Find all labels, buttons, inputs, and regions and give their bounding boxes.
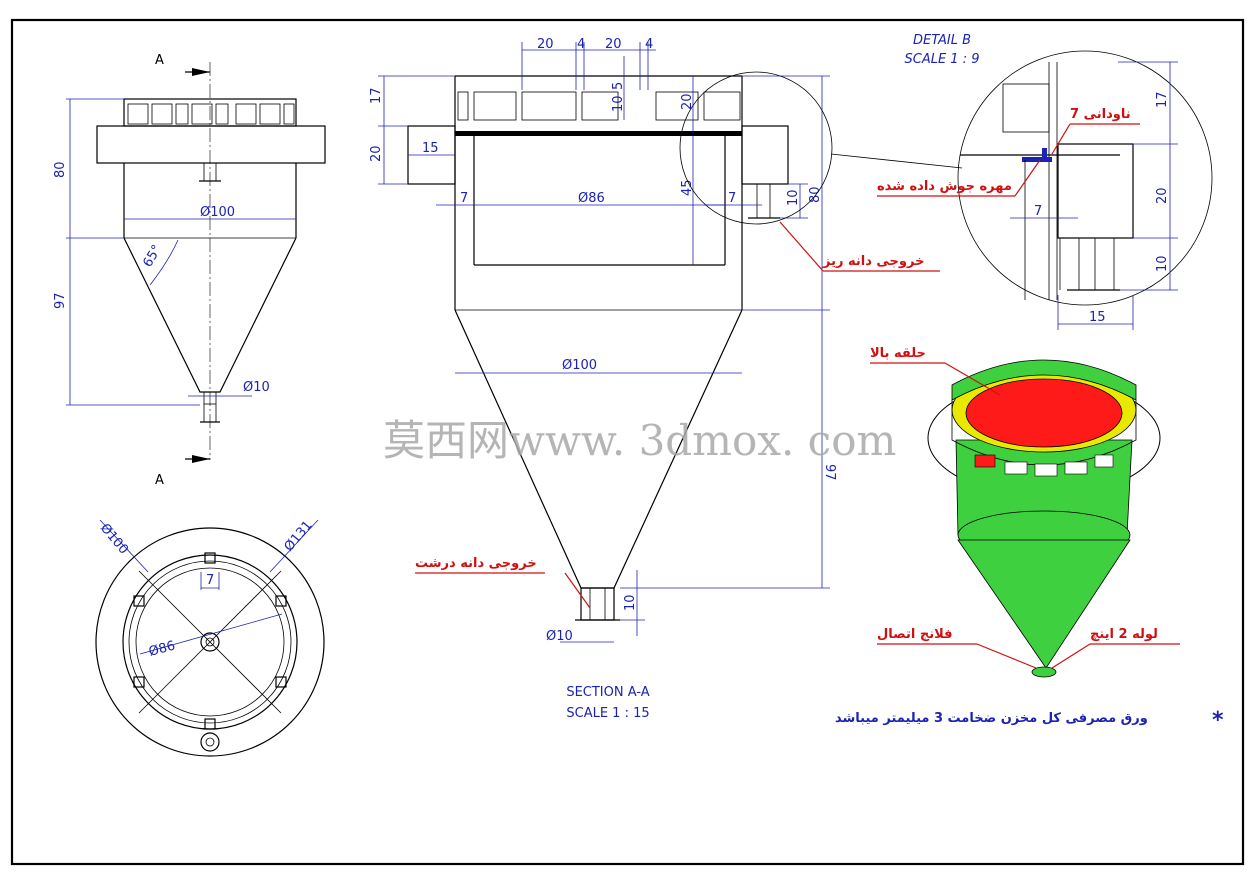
iso-view: حلقه بالا لوله 2 اینچ فلانج اتصال [870,346,1180,678]
front-dim-97: 97 [53,292,68,309]
front-dim-dia100: Ø100 [200,205,235,220]
aa-dim-dia100: Ø100 [562,358,597,373]
section-a-label-top: A [155,53,164,68]
flange-label: فلانج اتصال [877,627,952,642]
aa-dim-17: 17 [369,87,384,104]
front-flange [96,125,326,164]
aa-dim-dia10bot: Ø10 [546,629,573,644]
detail-b-scale: SCALE 1 : 9 [905,52,980,67]
section-aa-scale: SCALE 1 : 15 [566,706,649,721]
front-dim-dia10: Ø10 [243,380,270,395]
aa-dim-7right: 7 [728,191,736,206]
aa-dim-20left: 20 [369,145,384,162]
aa-dim-20right: 20 [680,93,695,110]
aa-dim-5: 5 [611,82,626,90]
top-dim-dia86: Ø86 [147,638,177,659]
detail-dim-17: 17 [1155,91,1170,108]
detail-b-title: DETAIL B [913,33,971,48]
aa-dim-4a: 4 [577,37,585,52]
top-dim-dia100: Ø100 [97,521,131,558]
fine-outlet-label: خروجی دانه ریز [822,254,924,269]
note-star: * [1212,708,1224,733]
detail-dim-7: 7 [1034,204,1042,219]
material-note: ورق مصرفی کل مخزن ضخامت 3 میلیمتر میباشد… [835,708,1224,733]
iso-red-interior [965,378,1123,448]
aa-dim-20a: 20 [537,37,554,52]
aa-dim-10side: 10 [786,189,801,206]
note-text: ورق مصرفی کل مخزن ضخامت 3 میلیمتر میباشد [835,711,1148,726]
pipe-label: لوله 2 اینچ [1090,627,1158,642]
channel-label: ناودانی 7 [1070,107,1131,122]
aa-dim-45: 45 [680,179,695,196]
aa-dim-7left: 7 [460,191,468,206]
section-a-label-bottom: A [155,473,164,488]
iso-cone [957,539,1131,669]
front-dim-80: 80 [53,161,68,178]
detail-b-view: DETAIL B SCALE 1 : 9 17 20 10 7 15 نا [877,33,1213,330]
aa-dim-20b: 20 [605,37,622,52]
top-dim-dia131: Ø131 [282,518,316,555]
detail-dim-10: 10 [1155,255,1170,272]
detail-dim-20: 20 [1155,187,1170,204]
section-aa-view: 20 4 20 4 5 10 20 45 17 20 15 7 Ø86 7 10 [369,37,963,721]
aa-dim-10top: 10 [611,95,626,112]
top-dim-7: 7 [206,573,214,588]
top-view: Ø100 Ø131 7 Ø86 [95,518,325,757]
detail-dim-15: 15 [1089,310,1106,325]
detail-b-callout-circle [679,71,833,225]
coarse-outlet-label: خروجی دانه درشت [415,556,537,571]
watermark: 莫西网www. 3dmox. com [383,416,896,465]
sheet-border [10,18,1245,866]
aa-dim-15: 15 [422,141,439,156]
aa-dim-4b: 4 [645,37,653,52]
aa-dim-97: 97 [822,464,837,481]
section-aa-title: SECTION A-A [566,685,649,700]
front-dim-angle: 65° [140,243,165,270]
welded-nut-label: مهره جوش داده شده [877,179,1012,194]
aa-dim-dia86: Ø86 [578,191,605,206]
front-view: A A 80 97 Ø100 65° Ø10 [53,53,326,488]
top-ring-label: حلقه بالا [870,346,926,361]
aa-dim-10out: 10 [623,594,638,611]
